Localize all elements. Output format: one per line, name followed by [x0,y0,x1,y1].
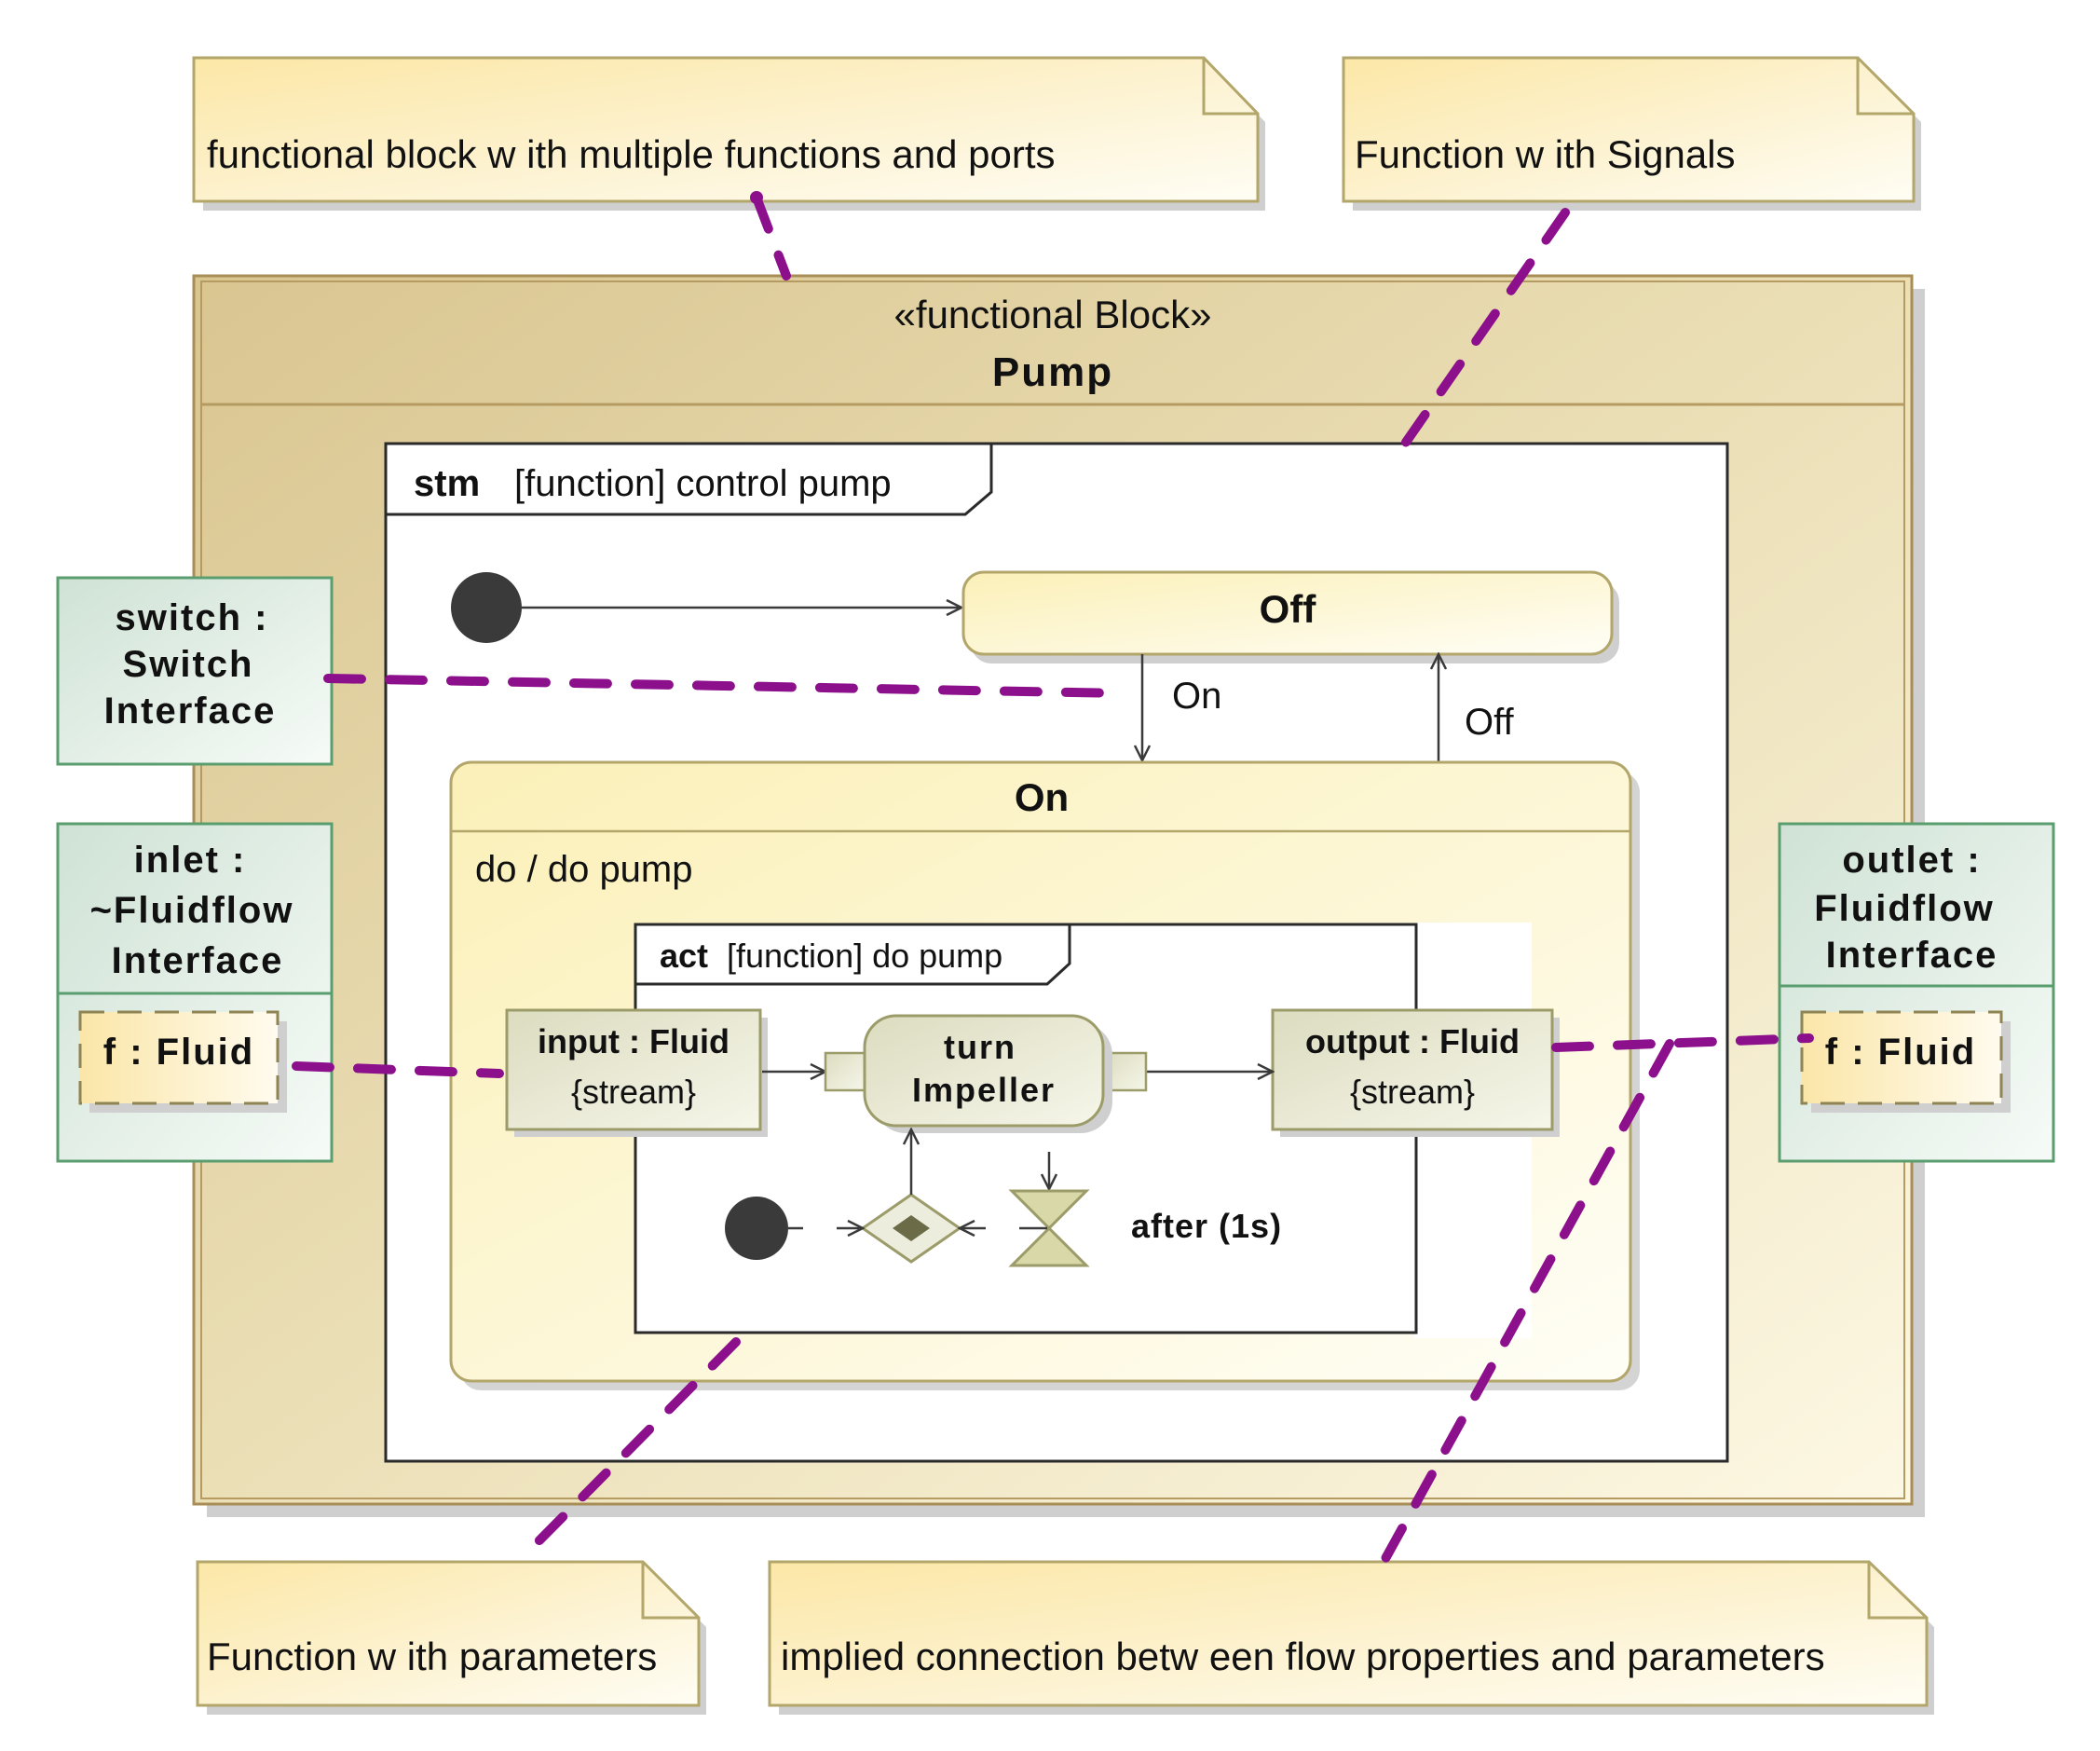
connector-output-pin-to-outlet [1551,1033,1814,1052]
inlet-part-fluid[interactable]: f : Fluid [78,1010,287,1113]
output-pin-stereo: {stream} [1350,1073,1475,1111]
state-off-label: Off [1260,587,1317,631]
action-turn-impeller[interactable]: turn Impeller [863,1014,1112,1133]
note-parameters: Function w ith parameters [196,1560,706,1715]
port-switch-line1: switch : [116,597,269,638]
outlet-part-label: f : Fluid [1825,1032,1976,1073]
state-on-label: On [1015,775,1069,819]
port-switch[interactable]: switch : Switch Interface [56,576,334,766]
note-implied-text: implied connection betw een flow propert… [781,1635,1825,1678]
port-inlet-line2: ~Fluidflow [90,890,294,931]
action-output-pin[interactable] [1105,1051,1148,1092]
outlet-part-fluid[interactable]: f : Fluid [1800,1010,2011,1113]
transition-on-trigger: On [1172,676,1221,717]
port-inlet-line1: inlet : [134,840,247,881]
anchor-signals-to-stm [1400,208,1570,448]
block-stereotype: «functional Block» [894,293,1212,336]
input-pin-name: input : Fluid [538,1022,730,1060]
transition-off-trigger: Off [1465,702,1515,743]
stm-keyword: stm [414,463,480,504]
port-switch-line3: Interface [104,691,277,732]
port-outlet-line1: outlet : [1842,840,1981,881]
connector-switch-to-trigger [323,674,1126,698]
anchor-implied-to-connection [1378,1039,1674,1568]
note-implied: implied connection betw een flow propert… [768,1560,1934,1715]
note-signals-text: Function w ith Signals [1355,132,1736,176]
block-name: Pump [992,349,1113,395]
merge-node[interactable] [837,1129,986,1264]
output-pin[interactable]: output : Fluid {stream} [1271,1008,1560,1137]
initial-pseudostate[interactable] [451,572,522,643]
note-multi-function: functional block w ith multiple function… [192,56,1265,211]
time-event-label: after (1s) [1131,1207,1282,1245]
act-initial-node[interactable] [725,1197,788,1260]
action-label-line1: turn [944,1028,1016,1066]
anchor-parameters-to-act [534,1337,741,1546]
act-label: [function] do pump [727,937,1002,975]
input-pin[interactable]: input : Fluid {stream} [505,1008,768,1137]
note-parameters-text: Function w ith parameters [207,1635,657,1678]
port-outlet-line2: Fluidflow [1814,888,1995,929]
action-label-line2: Impeller [912,1071,1056,1109]
act-keyword: act [660,937,708,975]
input-pin-stereo: {stream} [571,1073,696,1111]
port-inlet-line3: Interface [112,940,284,981]
state-on-do-activity: do / do pump [475,849,693,890]
anchor-dot [750,191,763,204]
stm-label: [function] control pump [514,463,892,504]
note-signals: Function w ith Signals [1342,56,1921,211]
port-switch-line2: Switch [123,644,254,685]
state-off[interactable]: Off [961,570,1619,663]
anchor-multi-function-to-block [752,193,791,280]
note-multi-function-text: functional block w ith multiple function… [207,132,1056,176]
time-event-hourglass[interactable]: after (1s) [1008,1152,1282,1267]
inlet-part-label: f : Fluid [103,1032,254,1073]
output-pin-name: output : Fluid [1305,1022,1520,1060]
port-outlet-line3: Interface [1826,935,1998,976]
action-input-pin[interactable] [824,1051,866,1092]
connector-inlet-to-input-pin [292,1061,504,1078]
